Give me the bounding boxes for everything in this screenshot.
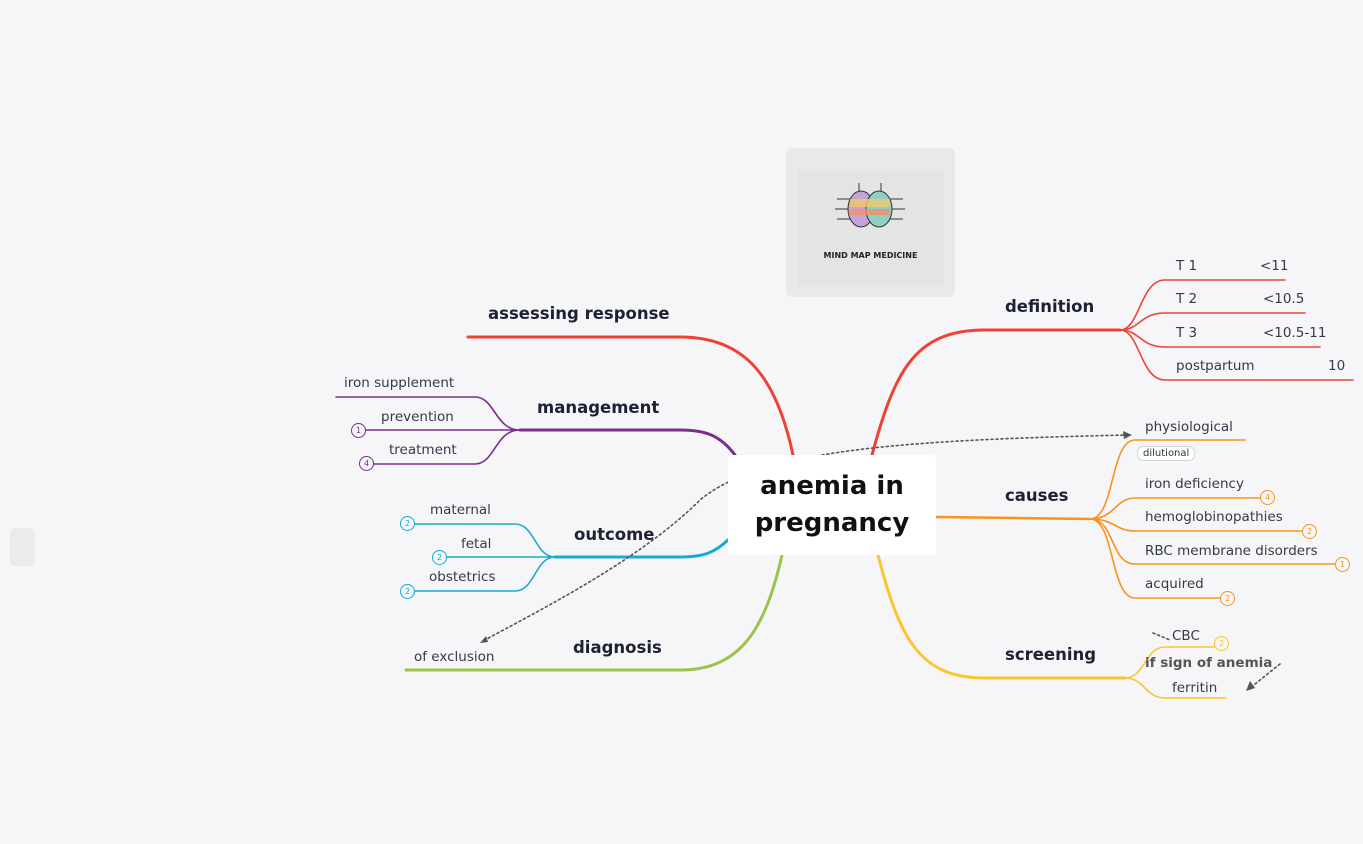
topic-screening[interactable]: screening [1005, 645, 1097, 664]
topic-outcome[interactable]: outcome [574, 525, 655, 544]
subtopic-t1-value[interactable]: <11 [1260, 258, 1289, 274]
count-badge[interactable]: 4 [1260, 490, 1275, 505]
brain-logo-icon [835, 183, 905, 228]
subtopic-postpartum[interactable]: postpartum [1176, 358, 1255, 374]
central-topic[interactable]: anemia in pregnancy [728, 455, 936, 555]
side-panel-tab[interactable] [10, 528, 35, 566]
subtopic-rbc-membrane-disorders[interactable]: RBC membrane disorders [1145, 543, 1318, 559]
subtopic-t3[interactable]: T 3 [1176, 325, 1198, 341]
topic-assessing-response[interactable]: assessing response [488, 304, 670, 323]
count-badge[interactable]: 2 [400, 516, 415, 531]
count-badge[interactable]: 2 [432, 550, 447, 565]
count-badge[interactable]: 2 [1214, 636, 1229, 651]
subtopic-t1[interactable]: T 1 [1176, 258, 1198, 274]
subtopic-prevention[interactable]: prevention [381, 409, 454, 425]
subtopic-obstetrics[interactable]: obstetrics [429, 569, 496, 585]
count-badge[interactable]: 2 [1302, 524, 1317, 539]
logo-text: MIND MAP MEDICINE [823, 251, 918, 260]
count-badge[interactable]: 1 [1335, 557, 1350, 572]
count-badge[interactable]: 1 [351, 423, 366, 438]
topic-causes[interactable]: causes [1005, 486, 1069, 505]
subtopic-fetal[interactable]: fetal [461, 536, 492, 552]
topic-diagnosis[interactable]: diagnosis [573, 638, 662, 657]
subtopic-hemoglobinopathies[interactable]: hemoglobinopathies [1145, 509, 1283, 525]
label-tag-dilutional: dilutional [1137, 446, 1196, 461]
subtopic-of-exclusion[interactable]: of exclusion [414, 649, 495, 665]
count-badge[interactable]: 4 [359, 456, 374, 471]
count-badge[interactable]: 2 [400, 584, 415, 599]
topic-definition[interactable]: definition [1005, 297, 1095, 316]
subtopic-maternal[interactable]: maternal [430, 502, 491, 518]
subtopic-treatment[interactable]: treatment [389, 442, 457, 458]
subtopic-ferritin[interactable]: ferritin [1172, 680, 1218, 696]
relationship-label[interactable]: if sign of anemia [1145, 655, 1273, 671]
topic-management[interactable]: management [537, 398, 660, 417]
subtopic-t2-value[interactable]: <10.5 [1263, 291, 1305, 307]
subtopic-physiological[interactable]: physiological [1145, 419, 1233, 435]
subtopic-postpartum-value[interactable]: 10 [1328, 358, 1346, 374]
subtopic-acquired[interactable]: acquired [1145, 576, 1204, 592]
subtopic-t2[interactable]: T 2 [1176, 291, 1198, 307]
subtopic-cbc[interactable]: CBC [1172, 628, 1200, 644]
logo-card: MIND MAP MEDICINE [786, 148, 955, 297]
subtopic-iron-deficiency[interactable]: iron deficiency [1145, 476, 1244, 492]
count-badge[interactable]: 2 [1220, 591, 1235, 606]
subtopic-t3-value[interactable]: <10.5-11 [1263, 325, 1327, 341]
subtopic-iron-supplement[interactable]: iron supplement [344, 375, 455, 391]
